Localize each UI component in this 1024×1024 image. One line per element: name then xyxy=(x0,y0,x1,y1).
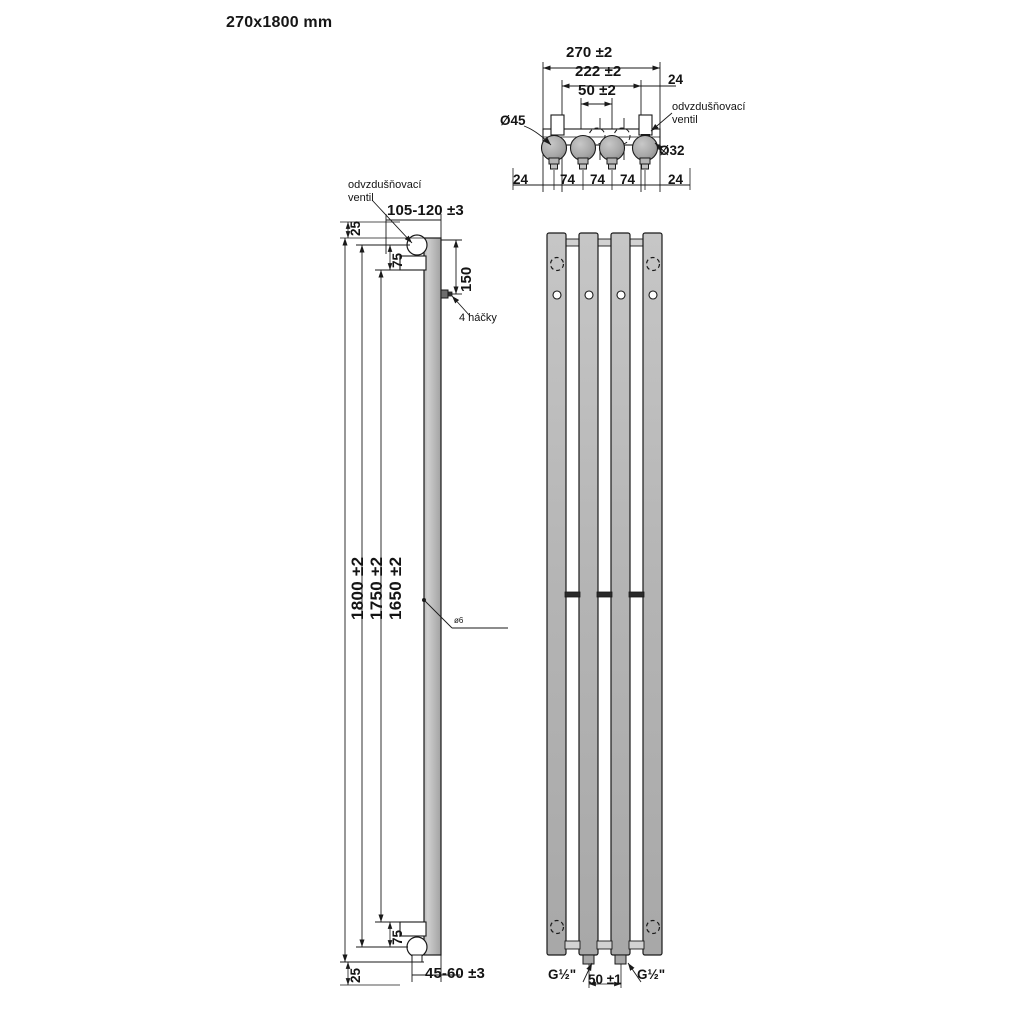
front-view-hole-small-4 xyxy=(648,290,658,300)
chain-label-1: 74 xyxy=(560,172,576,187)
dim-label-edge-offset-right: 24 xyxy=(668,72,684,87)
chain-label-4: 24 xyxy=(668,172,684,187)
top-view-tube-1 xyxy=(540,134,568,170)
leader-d45 xyxy=(523,125,552,146)
callout-air-vent-valve-top-line1: odvzdušňovací xyxy=(672,101,746,113)
callout-thread-right: G½" xyxy=(637,967,666,982)
front-view-bar-2 xyxy=(578,232,599,956)
front-view-hole-large-top-right xyxy=(645,256,661,272)
front-view-hole-small-3 xyxy=(616,290,626,300)
leader-hooks xyxy=(451,295,471,317)
side-view-bottom-stub xyxy=(411,954,423,963)
top-view-tube-4 xyxy=(631,134,659,170)
dim-label-total-height: 1800 ±2 xyxy=(348,556,367,620)
dim-50-1 xyxy=(588,964,622,988)
chain-label-0: 24 xyxy=(513,172,529,187)
page-title: 270x1800 mm xyxy=(226,14,333,31)
callout-air-vent-valve-side-line2: ventil xyxy=(348,192,374,204)
dim-label-bottom-offset: 25 xyxy=(348,967,363,983)
leader-thread-left xyxy=(582,962,593,983)
front-view-bar-3 xyxy=(610,232,631,956)
dim-label-valve-projection: 105-120 ±3 xyxy=(387,202,464,219)
front-view-top-connectors xyxy=(564,238,650,247)
dim-label-mount-height: 1750 ±2 xyxy=(367,556,386,620)
dim-label-bottom-projection: 45-60 ±3 xyxy=(425,965,485,982)
dim-45-60 xyxy=(411,955,460,982)
dim-label-bottom-bracket: 75 xyxy=(390,929,405,945)
front-view-mid-connectors xyxy=(564,591,645,598)
front-view-hole-large-bot-right xyxy=(645,919,661,935)
leader-vent-top xyxy=(650,112,673,132)
front-view-hole-small-1 xyxy=(552,290,562,300)
leader-d32 xyxy=(654,142,669,156)
front-view-hole-large-bot-left xyxy=(549,919,565,935)
dim-label-center-spacing: 50 ±2 xyxy=(578,82,616,99)
callout-manifold-diameter: Ø32 xyxy=(659,143,685,158)
leader-thread-right xyxy=(627,962,642,983)
top-view-tube-2 xyxy=(569,134,597,170)
side-view-bottom-valve xyxy=(406,936,428,958)
dim-150 xyxy=(441,239,462,295)
top-view-tube-3 xyxy=(598,134,626,170)
callout-tube-diameter: Ø45 xyxy=(500,113,526,128)
dim-label-top-bracket: 75 xyxy=(390,252,405,268)
top-view-chain-extension xyxy=(512,168,691,190)
callout-thread-left: G½" xyxy=(548,967,577,982)
front-view-hole-large-top-left xyxy=(549,256,565,272)
callout-hooks: 4 háčky xyxy=(459,312,497,324)
front-view-bar-1 xyxy=(546,232,567,956)
dim-label-hook-zone: 150 xyxy=(458,266,475,292)
callout-bar-diameter: ø6 xyxy=(454,616,464,625)
side-view-group xyxy=(340,199,508,986)
front-view-connection-stubs xyxy=(582,954,627,965)
front-view-bottom-connectors xyxy=(564,940,645,950)
dim-25-bottom xyxy=(340,961,424,986)
top-view-group xyxy=(512,62,691,192)
front-view-hole-small-2 xyxy=(584,290,594,300)
dim-label-top-offset: 25 xyxy=(348,220,363,236)
front-view-bar-4 xyxy=(642,232,663,956)
leader-vent-side xyxy=(371,199,413,244)
dim-label-mount-width: 222 ±2 xyxy=(575,63,622,80)
leader-d6 xyxy=(422,598,508,629)
side-view-profile xyxy=(423,237,442,956)
dim-105-120 xyxy=(385,214,442,254)
side-view-top-bracket xyxy=(399,255,427,271)
chain-label-2: 74 xyxy=(590,172,606,187)
callout-air-vent-valve-side-line1: odvzdušňovací xyxy=(348,179,422,191)
chain-label-3: 74 xyxy=(620,172,636,187)
dim-label-bar-height: 1650 ±2 xyxy=(386,556,405,620)
front-view-group xyxy=(546,232,663,988)
dim-75-bottom xyxy=(384,921,408,948)
top-view-post-right xyxy=(638,114,653,136)
dim-label-overall-width: 270 ±2 xyxy=(566,44,613,61)
top-view-hidden-hole-1 xyxy=(588,127,606,145)
side-view-bottom-bracket xyxy=(399,921,427,937)
dim-label-connection-spacing: 50 ±1 xyxy=(588,972,622,987)
top-view-post-left xyxy=(550,114,565,136)
callout-air-vent-valve-top-line2: ventil xyxy=(672,114,698,126)
